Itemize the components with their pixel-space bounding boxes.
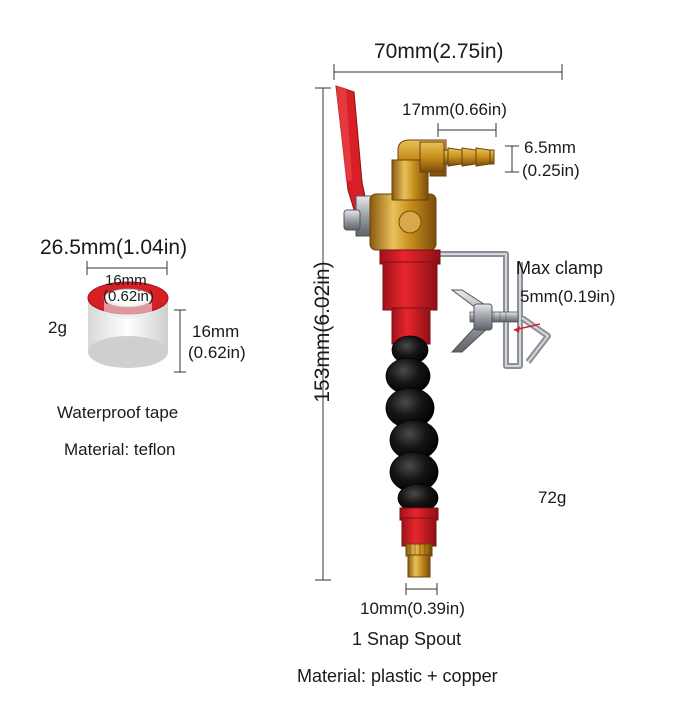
tape-weight: 2g	[48, 318, 67, 337]
tape-inner-diameter-mm: 16mm	[105, 272, 147, 289]
barb-diameter-in: (0.25in)	[522, 161, 580, 180]
tape-outer-diameter: 26.5mm(1.04in)	[40, 236, 188, 259]
clamp-bracket	[380, 251, 551, 369]
product-material: Material: plastic + copper	[297, 666, 498, 686]
product-weight: 72g	[538, 488, 567, 507]
spout-label: 1 Snap Spout	[352, 629, 462, 649]
width-dimension: 70mm(2.75in)	[374, 40, 504, 63]
height-dimension: 153mm(6.02in)	[311, 261, 334, 403]
tape-width-mm: 16mm	[192, 322, 240, 341]
tape-name: Waterproof tape	[57, 403, 179, 422]
tape-inner-diameter-in: (0.62in)	[103, 288, 154, 305]
tape-material: Material: teflon	[64, 440, 176, 459]
spout-dimension: 10mm(0.39in)	[360, 599, 465, 618]
teflon-tape-roll	[87, 281, 169, 368]
flex-hose	[385, 335, 439, 513]
dimension-lines	[86, 64, 563, 595]
wing-screw	[450, 289, 541, 353]
red-coupler	[379, 249, 441, 345]
tape-width-in: (0.62in)	[188, 343, 246, 362]
brass-valve	[369, 139, 495, 251]
max-clamp-value: 5mm(0.19in)	[520, 287, 616, 306]
barb-diameter-mm: 6.5mm	[524, 138, 576, 157]
max-clamp-label: Max clamp	[516, 258, 604, 278]
nozzle	[399, 507, 439, 578]
barb-length-dimension: 17mm(0.66in)	[402, 100, 507, 119]
